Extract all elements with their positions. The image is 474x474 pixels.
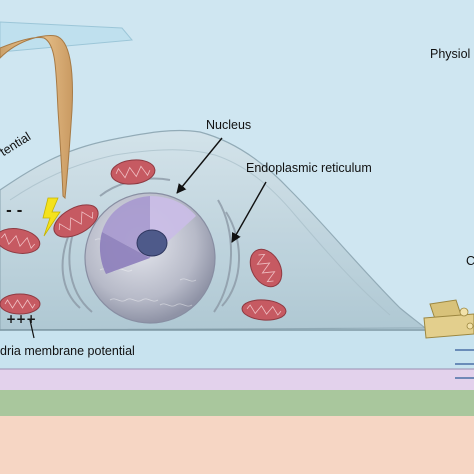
mitochondrion	[241, 299, 287, 321]
mitochondrion	[0, 293, 41, 315]
er-pointer-arrow	[231, 181, 267, 243]
substrate-layer-green	[0, 390, 474, 416]
cell-membrane-inner	[9, 149, 391, 316]
lightning-bolt-icon	[42, 197, 61, 237]
current-lines	[455, 349, 474, 379]
mitochondrion	[53, 204, 99, 238]
nucleus-pointer-arrow	[176, 137, 223, 194]
label-physiological: Physiol	[430, 47, 471, 61]
label-mitochondria-membrane-potential: dria membrane potential	[0, 344, 135, 358]
mitochondrion	[249, 248, 283, 288]
nucleus	[84, 192, 216, 324]
label-endoplasmic-reticulum: Endoplasmic reticulum	[246, 161, 372, 175]
micropipette	[0, 35, 73, 200]
nucleolus	[136, 229, 168, 257]
label-nucleus: Nucleus	[206, 118, 252, 132]
glass-slab	[0, 21, 133, 53]
mitochondria-group	[0, 159, 287, 321]
nucleoplasm-cutaway-side	[99, 232, 150, 274]
mito-potential-pointer	[29, 319, 35, 339]
mitochondrion	[0, 228, 41, 254]
minus-signs: - -	[6, 203, 23, 219]
substrate-surface	[0, 326, 474, 371]
mitochondrion	[110, 159, 156, 185]
plus-signs: +++	[6, 312, 37, 326]
substrate-layer-peach	[0, 416, 474, 474]
substrate-layer-purple	[0, 369, 474, 390]
label-right-cut: C	[466, 254, 474, 268]
electrode-device	[423, 299, 474, 339]
